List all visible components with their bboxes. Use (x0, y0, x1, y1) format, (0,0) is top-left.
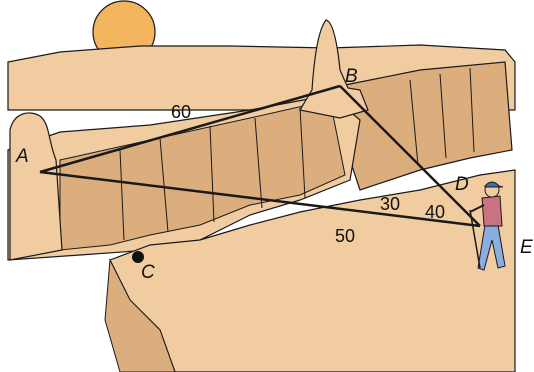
survey-lines (39, 84, 481, 228)
point-label-b: B (345, 66, 358, 87)
length-label-30: 30 (380, 194, 400, 214)
point-label-c: C (141, 262, 155, 283)
point-label-d: D (455, 174, 469, 195)
hiker-icon (469, 181, 506, 271)
line-ab (39, 84, 341, 174)
cliff-drop-c (104, 258, 176, 372)
point-label-a: A (15, 146, 29, 167)
line-ae (39, 170, 481, 228)
line-be (339, 85, 481, 227)
length-label-ab: 60 (171, 102, 191, 122)
point-label-e: E (520, 237, 533, 258)
point-c-marker (132, 251, 144, 263)
cliff-cracks (119, 67, 475, 241)
rock-pillar-a (9, 112, 63, 261)
length-label-ae: 50 (335, 226, 355, 246)
length-label-40: 40 (425, 202, 445, 222)
